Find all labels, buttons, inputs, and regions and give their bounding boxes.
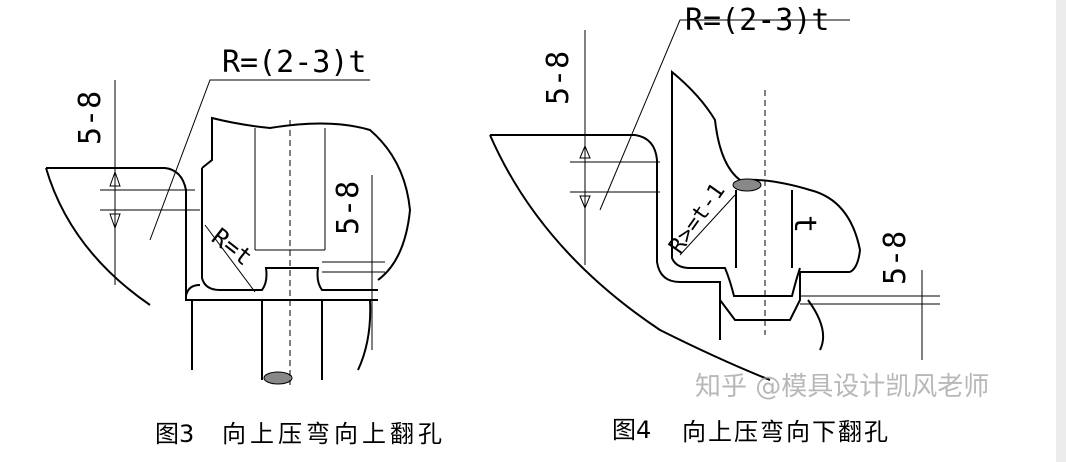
fig4-radius-outer-label: R=(2-3)t <box>685 3 830 38</box>
watermark: 知乎 @模具设计凯风老师 <box>695 372 990 402</box>
fig4-radius-inner-label: R>=t-1 <box>664 179 730 258</box>
fig3-caption-number: 图3 <box>155 420 195 448</box>
fig4-caption-text: 向上压弯向下翻孔 <box>682 418 890 446</box>
fig4-caption-number: 图4 <box>612 416 652 444</box>
fig3-radius-inner-label: R=t <box>206 223 257 272</box>
figure-3-drawing: 5-8 R=(2-3)t R=t 5-8 <box>45 45 412 385</box>
fig3-radius-outer-label: R=(2-3)t <box>222 45 367 80</box>
fig3-dim-right-label: 5-8 <box>331 181 366 235</box>
scrollbar[interactable] <box>1056 0 1066 462</box>
fig4-dim-right-label: 5-8 <box>878 231 913 285</box>
fig4-thickness-label: t <box>787 215 822 233</box>
fig3-caption-text: 向上压弯向上翻孔 <box>222 420 446 448</box>
fig3-dim-left-label: 5-8 <box>73 91 108 145</box>
figure-4-drawing: 5-8 R=(2-3)t R>=t-1 t 5-8 <box>489 3 940 381</box>
fig4-dim-left-label: 5-8 <box>541 51 576 105</box>
